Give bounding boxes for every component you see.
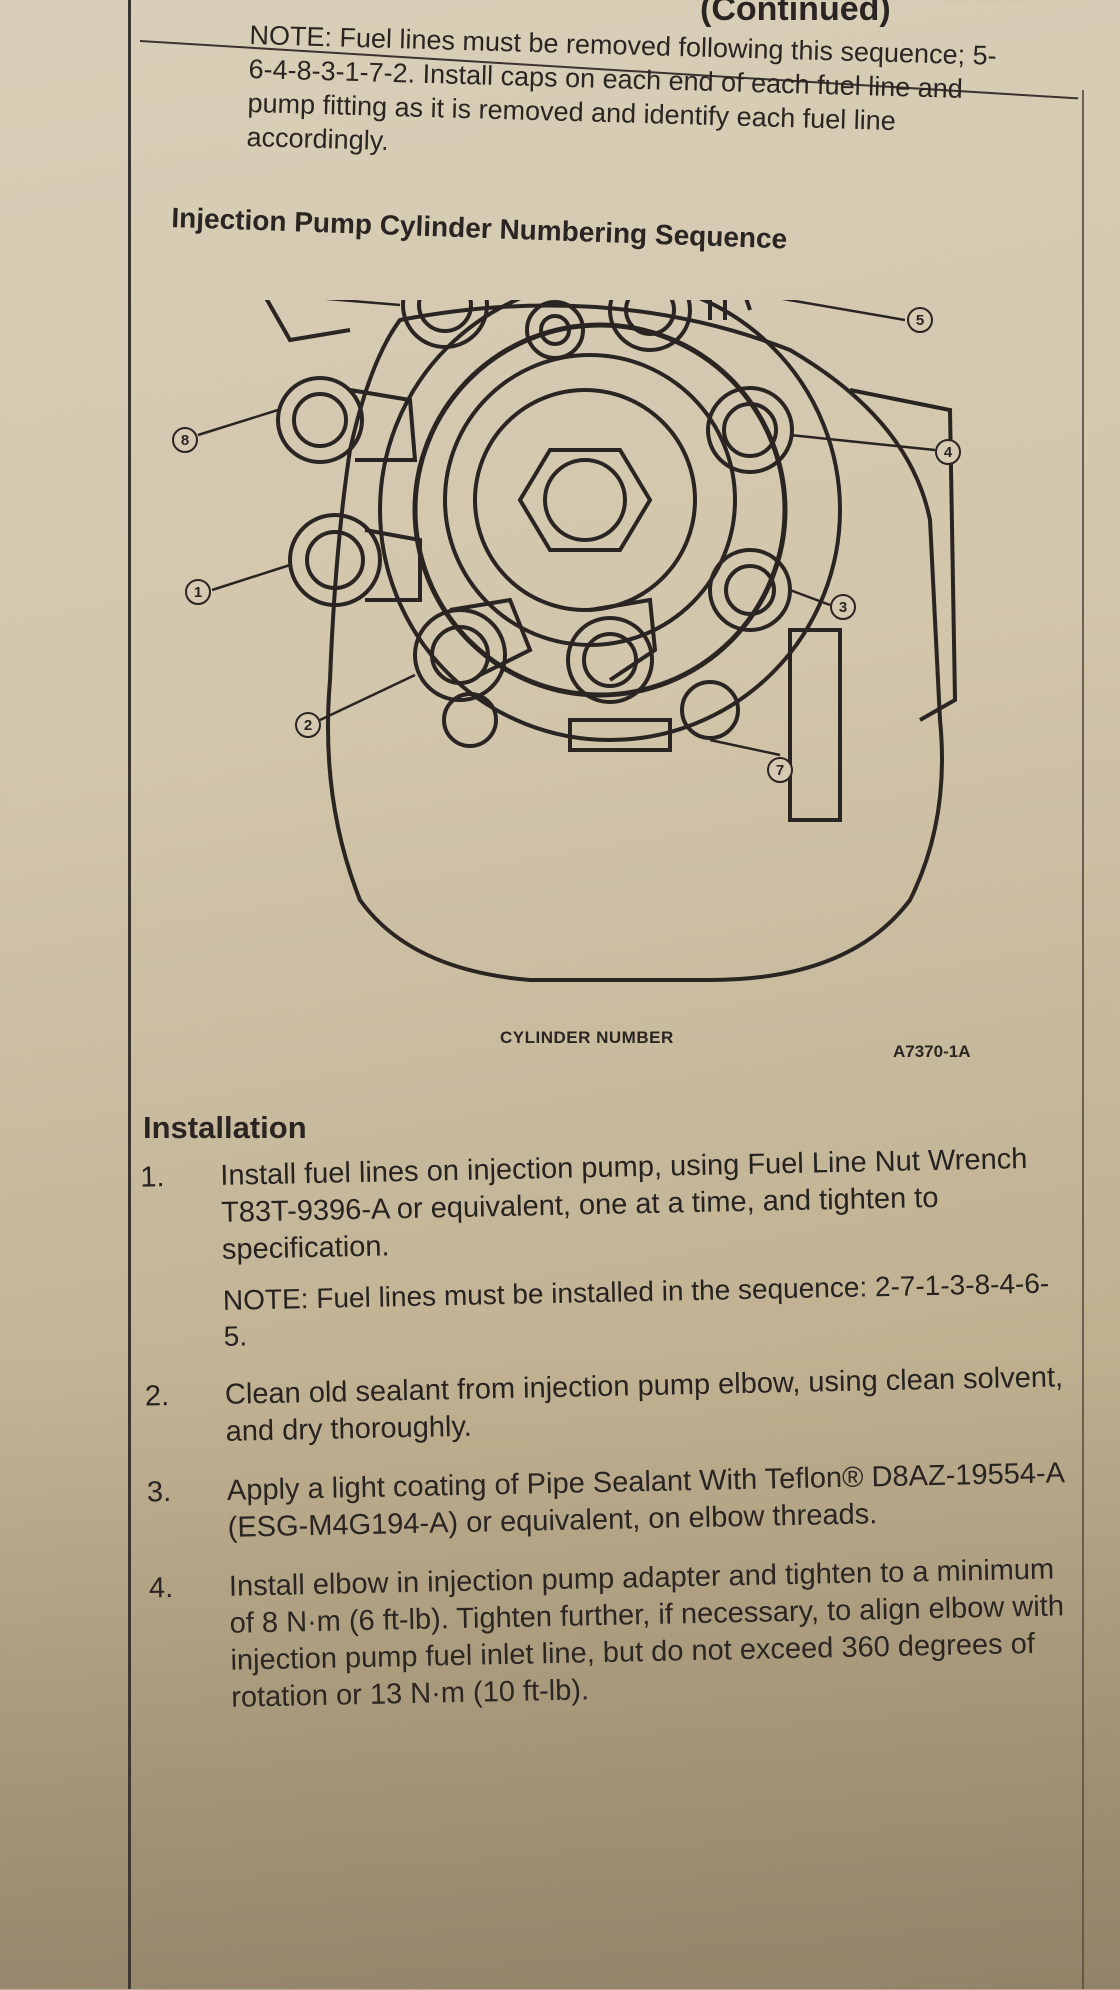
- leader-8: [197, 408, 279, 437]
- callout-1-label: 1: [194, 584, 202, 601]
- fitting-7: [566, 597, 658, 704]
- step-text: Install fuel lines on injection pump, us…: [220, 1143, 1028, 1266]
- pump-hub-ring-inner: [443, 353, 737, 647]
- pump-body-outline: [326, 303, 944, 982]
- leader-7: [709, 738, 781, 757]
- step-number: 4.: [148, 1571, 174, 1605]
- step-number: 1.: [140, 1161, 165, 1194]
- page-border-left: [128, 0, 131, 1989]
- pump-hub-core: [473, 388, 697, 612]
- callout-7-label: 7: [776, 762, 784, 779]
- leader-5: [781, 300, 906, 322]
- pump-hub-ring-outer: [378, 300, 842, 742]
- leader-1: [211, 563, 291, 592]
- leader-3: [789, 588, 831, 607]
- leader-6: [324, 300, 401, 307]
- callout-5-label: 5: [916, 312, 924, 329]
- step-text: Install elbow in injection pump adapter …: [228, 1553, 1065, 1714]
- step-number: 2.: [144, 1380, 170, 1413]
- callout-2: 2: [295, 712, 321, 738]
- callout-1: 1: [185, 579, 211, 605]
- installation-step-3: 3. Apply a light coating of Pipe Sealant…: [127, 1455, 1068, 1549]
- fitting-6: [401, 300, 489, 349]
- callout-4-label: 4: [944, 444, 953, 461]
- fitting-1: [288, 513, 422, 607]
- right-bracket: [788, 628, 842, 822]
- lower-port: [680, 680, 740, 740]
- figure-caption-cylinder-number: CYLINDER NUMBER: [500, 1028, 674, 1047]
- step-number: 3.: [146, 1476, 172, 1509]
- callout-8-label: 8: [181, 432, 189, 449]
- pump-hub-nut: [517, 448, 653, 552]
- installation-step-2: 2. Clean old sealant from injection pump…: [125, 1359, 1066, 1453]
- injection-pump-drawing: 6 5 8 4 1 3 2 7: [172, 300, 961, 982]
- pump-mount-flange: [849, 388, 958, 722]
- injection-pump-diagram: 6 5 8 4 1 3 2 7: [150, 300, 1070, 1000]
- step-text: Clean old sealant from injection pump el…: [224, 1361, 1064, 1448]
- fitting-5: [608, 300, 692, 352]
- lower-left-port: [442, 692, 498, 748]
- top-linkage: [708, 300, 752, 320]
- leader-2: [319, 673, 416, 722]
- fitting-8: [276, 376, 418, 464]
- step-note: NOTE: Fuel lines must be installed in th…: [222, 1267, 1050, 1352]
- leader-4: [789, 433, 936, 452]
- callout-4: 4: [935, 439, 961, 465]
- installation-steps: 1. Install fuel lines on injection pump,…: [120, 1140, 1072, 1741]
- section-continued-header: (Continued): [700, 0, 891, 28]
- page-border-right: [1082, 90, 1084, 1989]
- fitting-4: [706, 386, 794, 474]
- removal-sequence-note: NOTE: Fuel lines must be removed followi…: [246, 19, 997, 156]
- installation-step-1: 1. Install fuel lines on injection pump,…: [120, 1140, 1064, 1357]
- installation-heading: Installation: [143, 1110, 307, 1145]
- figure-title: Injection Pump Cylinder Numbering Sequen…: [170, 202, 788, 255]
- callout-3: 3: [830, 594, 856, 620]
- pump-hub-bolt: [543, 458, 627, 542]
- callout-2-label: 2: [304, 717, 312, 734]
- top-center-fitting: [525, 300, 585, 360]
- installation-step-4: 4. Install elbow in injection pump adapt…: [129, 1551, 1072, 1719]
- callout-5: 5: [907, 307, 933, 333]
- callout-3-label: 3: [839, 599, 847, 616]
- step-text: Apply a light coating of Pipe Sealant Wi…: [226, 1457, 1064, 1544]
- lower-bracket: [568, 718, 672, 752]
- figure-id: A7370-1A: [893, 1042, 971, 1061]
- callout-7: 7: [767, 757, 793, 783]
- callout-8: 8: [172, 427, 198, 453]
- pump-hub-ring: [412, 322, 788, 698]
- fuel-inlet-tube: [264, 300, 351, 343]
- fitting-2: [413, 597, 533, 702]
